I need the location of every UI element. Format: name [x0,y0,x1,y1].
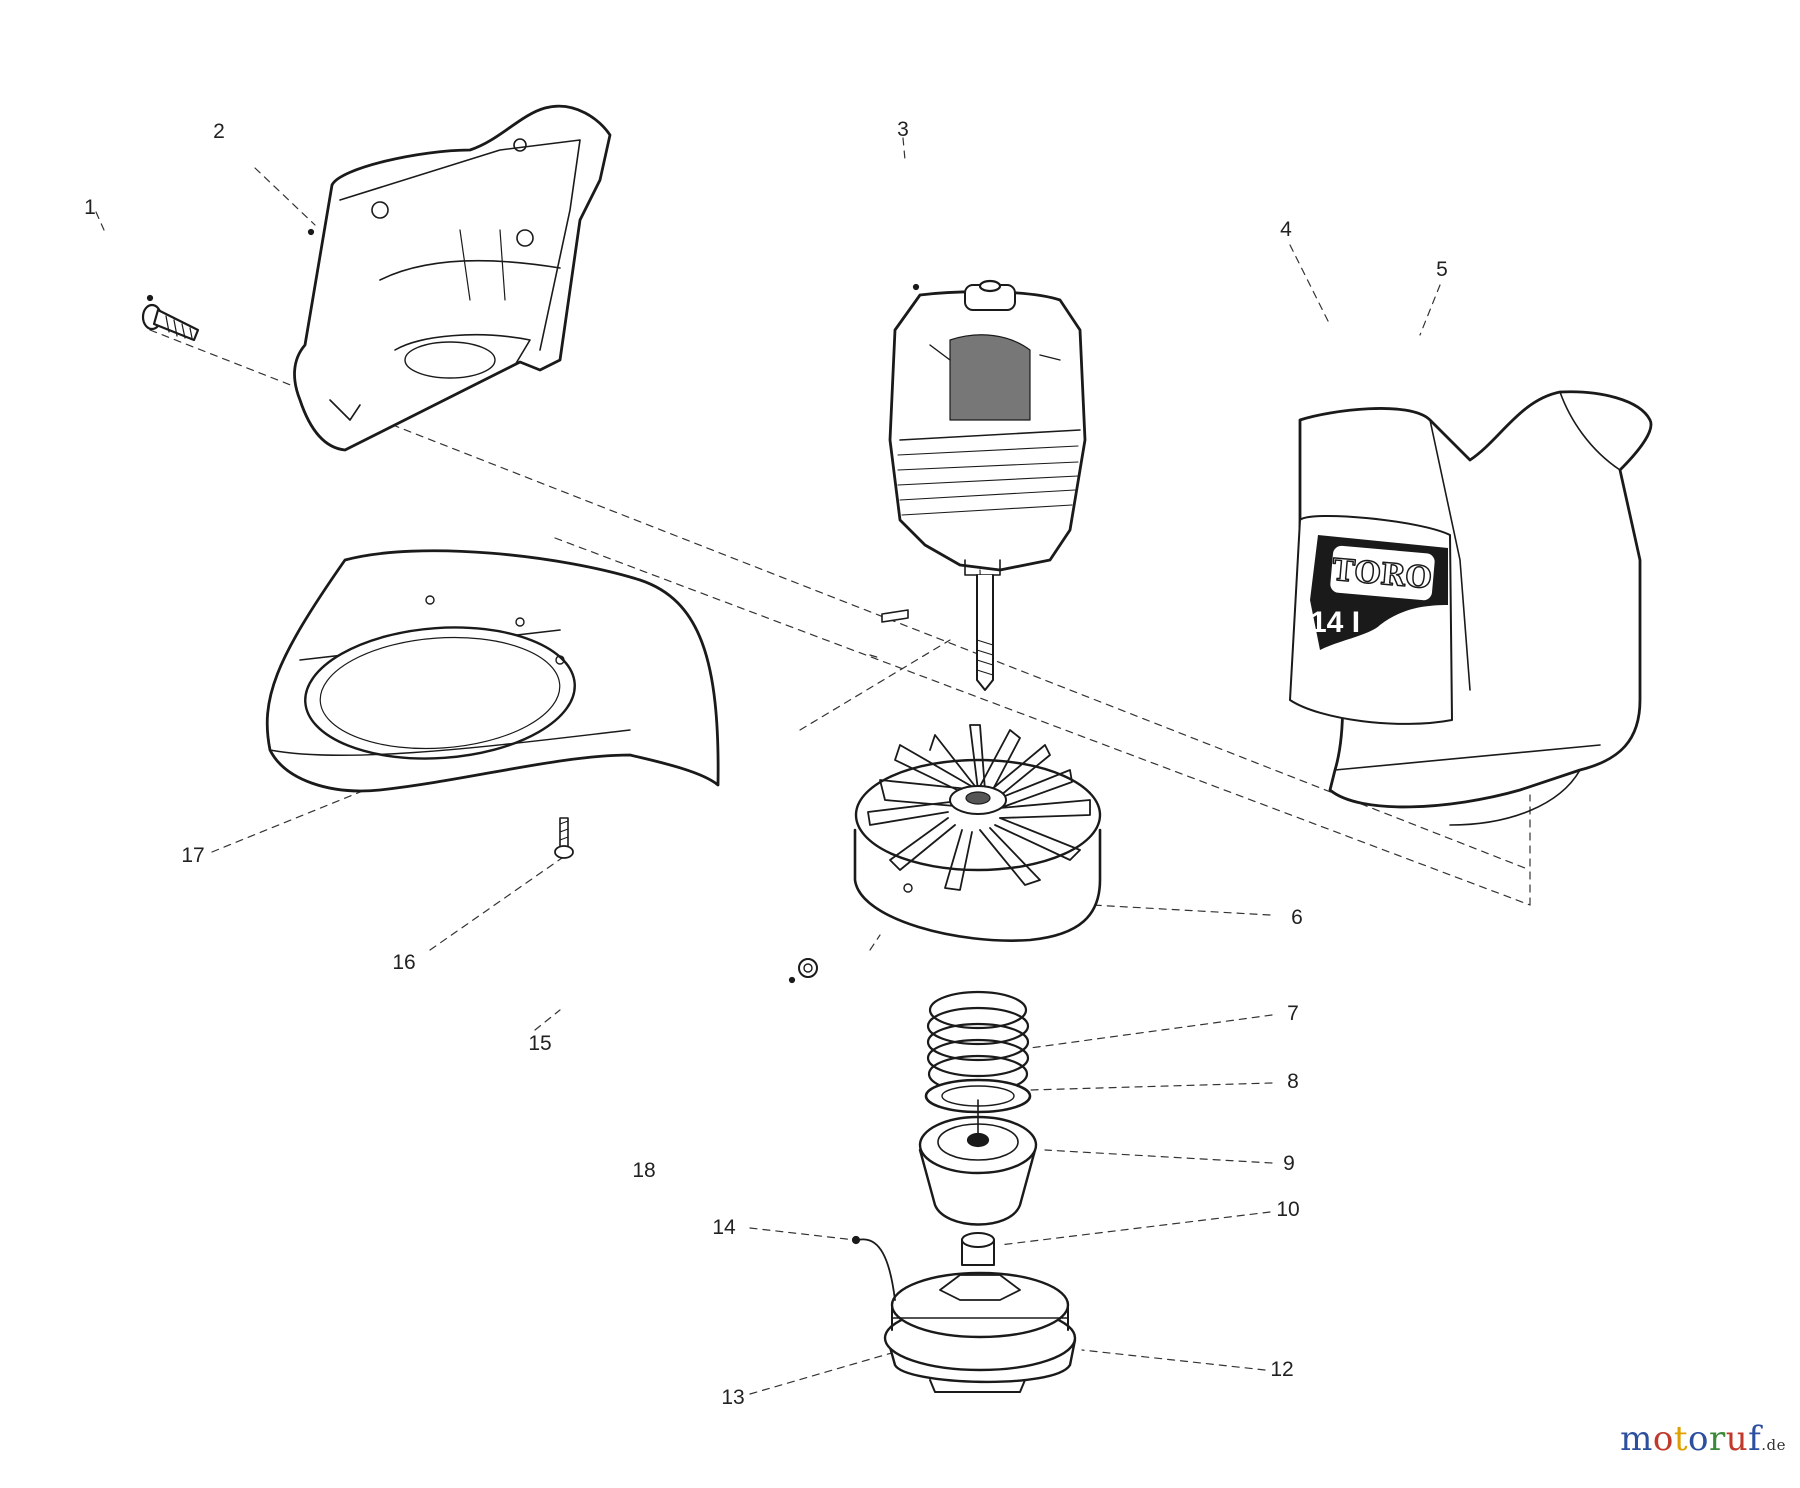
callout-14: 14 [712,1216,736,1239]
watermark-letter: f [1748,1419,1762,1459]
part-6-fan [853,724,1102,942]
decal-model-text: 14 I [1310,606,1360,639]
watermark-letter: m [1620,1419,1653,1459]
part-13-spool [883,1271,1077,1372]
callout-5: 5 [1436,258,1448,281]
part-17-shield [265,549,720,793]
part-1-screw [141,294,200,342]
callout-10: 10 [1276,1198,1300,1221]
part-16-screw [554,817,574,859]
callout-7: 7 [1287,1002,1299,1025]
callout-16: 16 [392,951,416,974]
watermark-domain: .de [1761,1436,1786,1454]
part-7-spring [926,990,1030,1094]
part-10-hub [961,1232,995,1266]
callout-1: 1 [84,196,96,219]
callout-12: 12 [1270,1358,1294,1381]
watermark-letter: o [1652,1419,1674,1459]
callout-4: 4 [1280,218,1292,241]
part-9-spool-cup [918,1099,1038,1226]
part-4-decal: TORO 14 I [1289,515,1453,725]
watermark-letter: o [1688,1419,1709,1459]
watermark-text: motoruf [1620,1419,1761,1459]
callout-3: 3 [897,118,909,141]
watermark-letter: r [1708,1419,1726,1459]
callout-8: 8 [1287,1070,1299,1093]
watermark-logo: motoruf.de [1620,1419,1786,1459]
part-15-nut [788,958,818,984]
callout-13: 13 [721,1386,745,1409]
callout-15: 15 [528,1032,552,1055]
watermark-letter: t [1673,1419,1688,1459]
callout-9: 9 [1283,1152,1295,1175]
callout-18: 18 [632,1159,656,1182]
part-3-motor [881,279,1087,691]
part-2-upper-housing [293,104,612,452]
watermark-letter: u [1725,1419,1749,1459]
callout-17: 17 [181,844,205,867]
callout-2: 2 [213,120,225,143]
callout-6: 6 [1291,906,1303,929]
part-14-trimmer-line [851,1235,896,1301]
